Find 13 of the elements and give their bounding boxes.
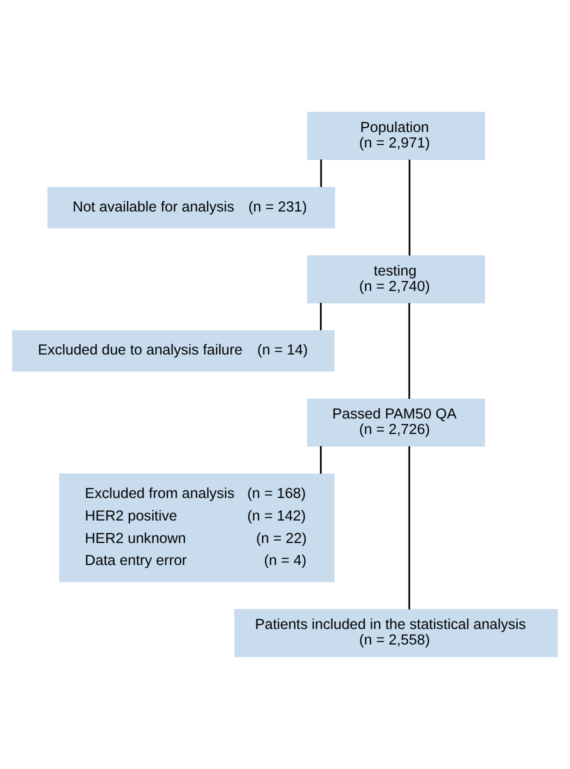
- node-box: Excluded due to analysis failure (n = 14): [12, 330, 335, 372]
- connector: [320, 446, 322, 474]
- node-box: Patients included in the statistical analysis (n = 2,558): [234, 608, 558, 658]
- node-box: Population (n = 2,971): [307, 112, 486, 160]
- node-box: Not available for analysis (n = 231): [47, 186, 336, 228]
- connector: [408, 160, 410, 256]
- node-box: Passed PAM50 QA (n = 2,726): [307, 398, 486, 447]
- connector: [408, 446, 410, 610]
- connector: [320, 302, 322, 330]
- node-box: Excluded from analysis (n = 168) HER2 positive (n = 142) HER2 unknown (n = 22) Data entry error (n = 4): [59, 474, 335, 582]
- connector: [320, 160, 322, 187]
- connector: [408, 302, 410, 399]
- node-box: testing (n = 2,740): [307, 255, 486, 304]
